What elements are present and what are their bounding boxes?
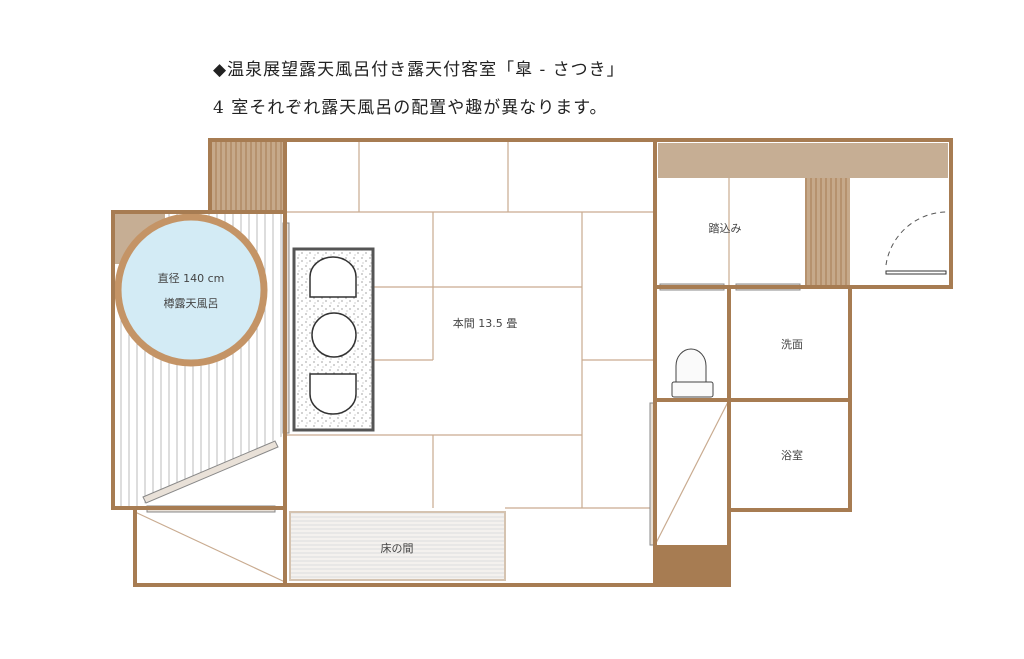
entry-door[interactable]: [885, 211, 949, 275]
deck-strip: [210, 140, 285, 212]
walls: [111, 138, 953, 587]
toilet-icon: [671, 348, 714, 398]
bath-size-label: 直径 140 cm: [158, 271, 225, 285]
step-strip: [805, 178, 850, 286]
plan-title: ◆温泉展望露天風呂付き露天付客室「皐 - さつき」: [213, 60, 625, 80]
entry-strip: [658, 143, 948, 178]
washroom-label: 洗面: [781, 338, 803, 351]
bath-name-label: 樽露天風呂: [164, 296, 219, 310]
tokonoma: [289, 511, 506, 581]
main-room-label: 本間 13.5 畳: [453, 316, 518, 330]
barrel-bath: 直径 140 cm 樽露天風呂: [114, 213, 268, 367]
plan-subtitle: 4 室それぞれ露天風呂の配置や趣が異なります。: [213, 98, 608, 118]
stone-table: [292, 247, 375, 432]
entry-label: 踏込み: [709, 221, 742, 235]
tatami-lines: [134, 140, 730, 583]
tokonoma-label: 床の間: [381, 541, 414, 555]
bathroom-label: 浴室: [781, 448, 803, 462]
storage-block: [655, 545, 729, 585]
